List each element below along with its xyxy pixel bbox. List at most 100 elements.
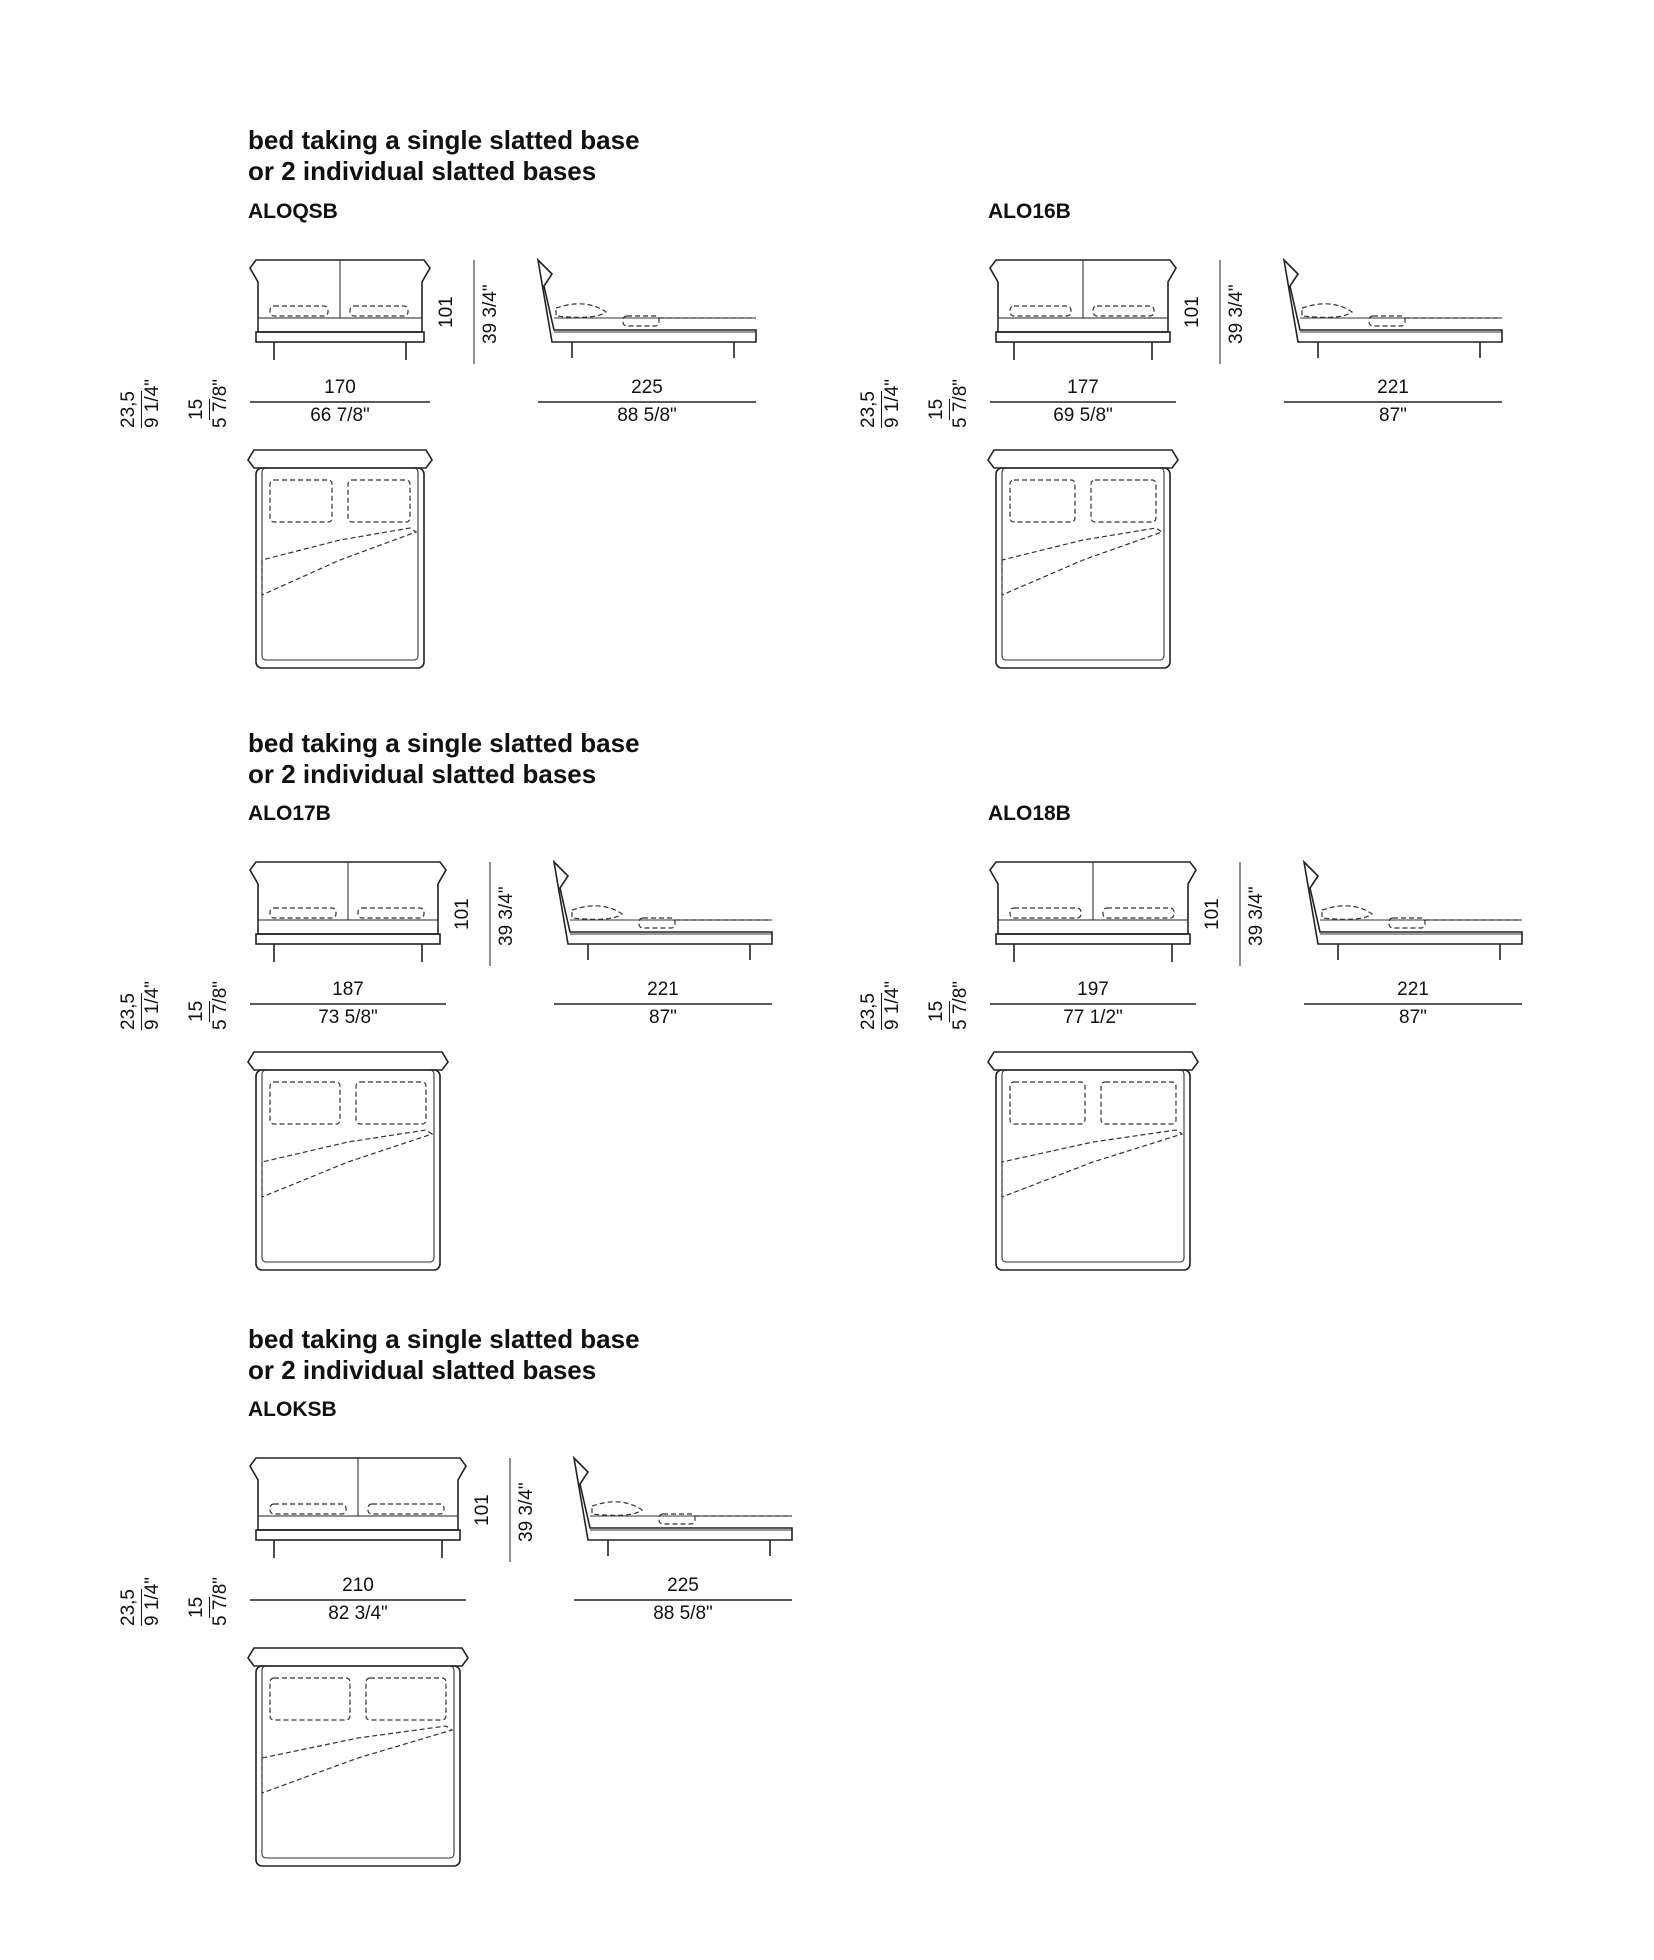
front-pillow-right: [1092, 305, 1155, 317]
heading-line-2: or 2 individual slatted bases: [248, 759, 597, 789]
side-pillow: [1321, 905, 1374, 920]
front-pillow-left: [269, 305, 329, 317]
section-heading-1: bed taking a single slatted base or 2 in…: [248, 125, 640, 187]
bed-svg: [987, 257, 1503, 669]
base-height-in: 5 7/8": [210, 980, 231, 1030]
plan-duvet: [1001, 1129, 1184, 1198]
front-base: [255, 1529, 461, 1541]
headboard-height-cm: 101: [436, 296, 457, 328]
plan-pillow-right: [347, 479, 411, 523]
plan-pillow-right: [365, 1677, 447, 1721]
plan-frame: [255, 1069, 441, 1271]
front-mattress: [997, 317, 1169, 333]
plan-headboard: [247, 1051, 449, 1071]
side-headboard: [572, 1455, 793, 1541]
side-pillow: [591, 1501, 644, 1516]
length-in: 88 5/8": [653, 1603, 713, 1624]
side-duvet-fold: [658, 1513, 696, 1525]
total-height-cm: 23,5: [858, 391, 882, 428]
heading-line-1: bed taking a single slatted base: [248, 728, 640, 758]
base-height-in: 5 7/8": [210, 1576, 231, 1626]
front-pillow-left: [1009, 305, 1072, 317]
plan-pillow-left: [269, 1081, 341, 1125]
plan-duvet: [1001, 527, 1164, 596]
plan-duvet: [261, 1725, 454, 1794]
front-pillow-left: [269, 907, 337, 919]
width-cm: 187: [332, 979, 364, 1000]
heading-line-1: bed taking a single slatted base: [248, 125, 640, 155]
length-in: 87": [1379, 405, 1407, 426]
plan-mattress: [1001, 1069, 1185, 1263]
plan-pillow-right: [355, 1081, 427, 1125]
side-pillow: [555, 303, 608, 318]
model-code: ALO17B: [248, 802, 331, 825]
width-in: 73 5/8": [318, 1007, 378, 1028]
plan-frame: [255, 1665, 461, 1867]
length-cm: 225: [631, 377, 663, 398]
headboard-height-cm: 101: [1202, 898, 1223, 930]
plan-pillow-right: [1100, 1081, 1177, 1125]
front-pillow-right: [1102, 907, 1175, 919]
front-pillow-left: [269, 1503, 347, 1515]
front-pillow-right: [349, 305, 409, 317]
width-cm: 177: [1067, 377, 1099, 398]
base-height-cm: 15: [186, 1596, 210, 1618]
headboard-height-in: 39 3/4": [496, 886, 517, 946]
base-height-cm: 15: [186, 1000, 210, 1022]
total-height-cm: 23,5: [858, 993, 882, 1030]
side-duvet-fold: [1368, 315, 1406, 327]
base-height-in: 5 7/8": [210, 378, 231, 428]
base-height-in: 5 7/8": [950, 378, 971, 428]
headboard-height-in: 39 3/4": [516, 1482, 537, 1542]
width-in: 77 1/2": [1063, 1007, 1123, 1028]
side-headboard: [536, 257, 757, 343]
length-cm: 225: [667, 1575, 699, 1596]
side-duvet-fold: [622, 315, 660, 327]
base-height-cm: 15: [926, 398, 950, 420]
total-height-in: 9 1/4": [142, 378, 163, 428]
plan-mattress: [261, 1069, 435, 1263]
front-base: [255, 933, 441, 945]
model-code: ALOQSB: [248, 200, 338, 223]
plan-frame: [995, 467, 1171, 669]
front-mattress: [997, 919, 1189, 935]
plan-headboard: [247, 449, 433, 469]
length-in: 88 5/8": [617, 405, 677, 426]
headboard-height-in: 39 3/4": [1226, 284, 1247, 344]
plan-pillow-left: [1009, 1081, 1086, 1125]
headboard-height-in: 39 3/4": [1246, 886, 1267, 946]
width-cm: 170: [324, 377, 356, 398]
section-heading-3: bed taking a single slatted base or 2 in…: [248, 1324, 640, 1386]
width-cm: 197: [1077, 979, 1109, 1000]
heading-line-2: or 2 individual slatted bases: [248, 156, 597, 186]
length-in: 87": [649, 1007, 677, 1028]
headboard-height-cm: 101: [1182, 296, 1203, 328]
section-heading-2: bed taking a single slatted base or 2 in…: [248, 728, 640, 790]
side-headboard: [552, 859, 773, 945]
base-height-in: 5 7/8": [950, 980, 971, 1030]
model-code: ALO16B: [988, 200, 1071, 223]
total-height-cm: 23,5: [118, 391, 142, 428]
side-headboard: [1282, 257, 1503, 343]
plan-mattress: [261, 1665, 455, 1859]
width-in: 66 7/8": [310, 405, 370, 426]
bed-svg: [247, 257, 757, 669]
model-code: ALO18B: [988, 802, 1071, 825]
plan-pillow-left: [269, 1677, 351, 1721]
width-in: 69 5/8": [1053, 405, 1113, 426]
heading-line-1: bed taking a single slatted base: [248, 1324, 640, 1354]
plan-mattress: [1001, 467, 1165, 661]
total-height-in: 9 1/4": [882, 980, 903, 1030]
total-height-in: 9 1/4": [142, 1576, 163, 1626]
side-headboard: [1302, 859, 1523, 945]
front-pillow-left: [1009, 907, 1082, 919]
length-cm: 221: [1377, 377, 1409, 398]
front-base: [995, 331, 1171, 343]
length-in: 87": [1399, 1007, 1427, 1028]
front-mattress: [257, 919, 439, 935]
total-height-cm: 23,5: [118, 993, 142, 1030]
